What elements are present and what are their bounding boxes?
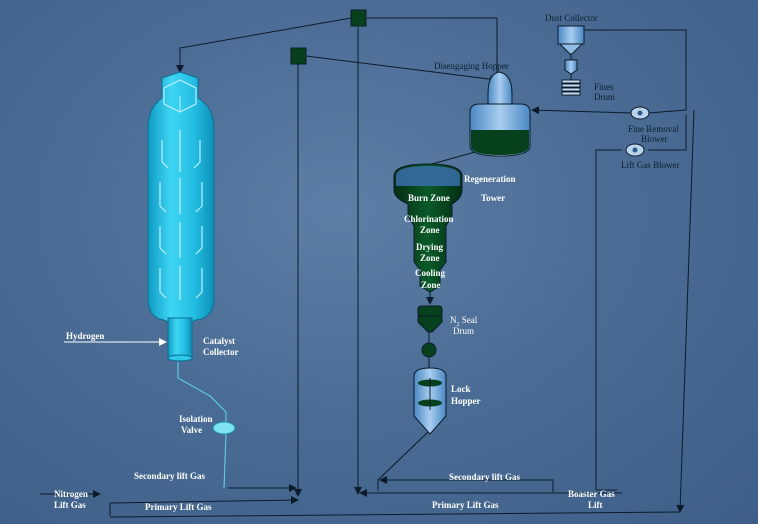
line-lock-to-bottom: [377, 431, 429, 491]
fines-drum-label-1: Fines: [594, 82, 614, 92]
disengaging-hopper: [469, 71, 531, 157]
line-dust-collector-loop: [558, 29, 687, 114]
isolation-valve: [212, 421, 236, 435]
n2-seal-subscript: 2: [456, 321, 460, 328]
lock-hopper-label-1: Lock: [451, 384, 471, 394]
line-secondary-right: [379, 476, 554, 492]
line-blower-to-hopper: [531, 106, 633, 115]
chlorination-zone-label-1: Chlorination: [404, 214, 454, 224]
dust-collector-label: Dust Collector: [545, 13, 598, 23]
chlorination-zone-label-2: Zone: [420, 225, 440, 235]
drying-zone-label-1: Drying: [416, 242, 443, 252]
n2-seal-n: N: [450, 315, 457, 325]
primary-lift-gas-right-label: Primary Lift Gas: [432, 500, 499, 510]
line-primary-left: [109, 496, 299, 505]
catalyst-collector-label-2: Collector: [203, 347, 239, 357]
booster-gas-lift-label-2: Lift: [588, 500, 603, 510]
line-right-main: [676, 109, 695, 513]
lock-hopper: [413, 367, 447, 435]
fine-removal-blower: [630, 106, 650, 120]
booster-gas-lift-label-1: Boaster Gas: [568, 489, 615, 499]
n2-seal-drum: [417, 305, 443, 333]
line-lift-blower-loop: [648, 115, 687, 151]
primary-lift-gas-left-label: Primary Lift Gas: [145, 502, 212, 512]
secondary-lift-gas-left-label: Secondary lift Gas: [134, 471, 205, 481]
line-top-to-reactor: [176, 17, 352, 73]
line-catalyst-collector: [177, 362, 227, 489]
seal-ball: [421, 342, 437, 358]
n2-seal-label-1: N2 Seal: [450, 315, 477, 330]
isolation-valve-label-2: Valve: [181, 425, 203, 435]
fine-removal-blower-label-1: Fine Removal: [628, 124, 679, 134]
line-primary-bottom: [109, 511, 681, 518]
nitrogen-lift-gas-label-1: Nitrogen: [54, 489, 88, 499]
hydrogen-label: Hydrogen: [66, 331, 105, 341]
isolation-valve-label-1: Isolation: [179, 414, 213, 424]
regeneration-label-2: Tower: [481, 193, 506, 203]
reactor-vessel: [147, 71, 215, 362]
catalyst-collector-label-1: Catalyst: [203, 336, 235, 346]
n2-seal-word: Seal: [459, 315, 478, 325]
drying-zone-label-2: Zone: [420, 253, 440, 263]
lift-gas-blower: [625, 143, 645, 157]
cooling-zone-label-1: Cooling: [415, 268, 446, 278]
disengaging-hopper-label: Disengaging Hopper: [434, 61, 509, 71]
cooling-zone-label-2: Zone: [421, 280, 441, 290]
line-hopper-to-tower: [431, 151, 476, 165]
lock-hopper-label-2: Hopper: [451, 396, 481, 406]
nitrogen-lift-gas-label-2: Lift Gas: [54, 500, 86, 510]
burn-zone-label: Burn Zone: [408, 193, 450, 203]
fines-drum: [561, 79, 581, 96]
line-lift-blower-down: [595, 149, 622, 491]
secondary-lift-gas-right-label: Secondary lift Gas: [449, 472, 520, 482]
regeneration-tower: [393, 163, 463, 293]
line-box2-to-hopper: [305, 55, 498, 84]
fine-removal-blower-label-2: Blower: [641, 134, 668, 144]
fines-drum-label-2: Drum: [594, 92, 615, 102]
control-box-mid: [290, 47, 307, 65]
pipe-lines: [40, 17, 695, 518]
line-top-loop: [367, 17, 498, 78]
dust-collector: [557, 25, 585, 80]
n2-seal-label-2: Drum: [453, 326, 474, 336]
regeneration-label-1: Regeneration: [464, 174, 516, 184]
control-box-top: [350, 9, 367, 27]
lift-gas-blower-label: Lift Gas Blower: [621, 160, 680, 170]
